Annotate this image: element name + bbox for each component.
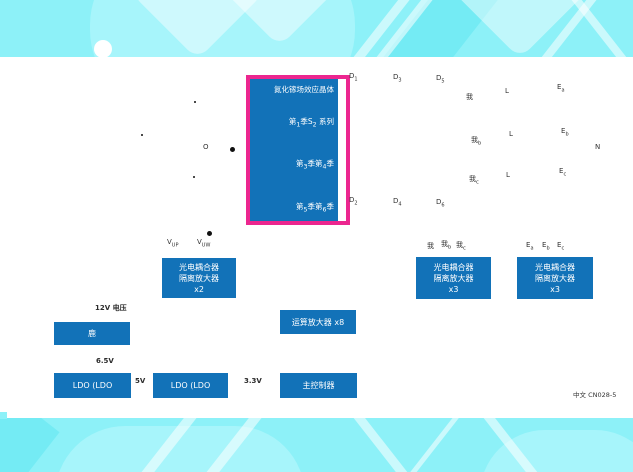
label-eb-phase: Eb	[561, 127, 569, 138]
top-banner	[0, 0, 633, 57]
optocoupler-amp-block-x2: 光电耦合器 隔离放大器 x2	[162, 258, 236, 298]
node-dot	[206, 230, 212, 236]
label-d4: D4	[393, 197, 402, 208]
label-neutral: N	[595, 143, 601, 151]
node-dot	[229, 146, 235, 152]
label-ia-phase: 我	[466, 93, 473, 101]
label-ib-group: 我b	[441, 240, 452, 251]
banner-corner-notch	[0, 412, 7, 419]
main-controller-block: 主控制器	[280, 373, 357, 398]
block-label: x3	[550, 284, 560, 294]
label-vup: VUP	[167, 238, 179, 249]
block-label: 鹿	[88, 329, 96, 338]
label-d5: D5	[436, 74, 445, 85]
label-ia-group: 我	[427, 242, 434, 250]
block-label: 隔离放大器	[535, 273, 575, 283]
figure-reference: 中文 CN028-5	[573, 391, 617, 399]
gan-fet-highlight-frame: 氮化镓场效应晶体 第1季S2 系列 第3季第4季 第5季第6季	[246, 75, 350, 225]
gan-fet-block: 氮化镓场效应晶体 第1季S2 系列 第3季第4季 第5季第6季	[250, 79, 338, 221]
banner-dark-stripe	[0, 418, 60, 472]
label-eb-group: Eb	[542, 241, 550, 252]
block-label: LDO (LDO	[72, 381, 113, 390]
bottom-banner	[0, 418, 633, 472]
label-inductor-b: L	[509, 130, 513, 138]
block-label: 光电耦合器	[433, 262, 474, 272]
label-ea-phase: Ea	[557, 83, 565, 94]
block-label: 主控制器	[302, 381, 335, 390]
label-inductor-c: L	[506, 171, 510, 179]
label-ec-phase: Ec	[559, 167, 567, 178]
banner-circle	[94, 40, 112, 57]
buck-converter-block: 鹿	[54, 322, 130, 345]
opamp-block: 运算放大器 x8	[280, 310, 356, 334]
banner-blob	[90, 0, 355, 57]
label-d2: D2	[349, 196, 358, 207]
ldo-block-1: LDO (LDO	[54, 373, 131, 398]
label-ic-group: 我c	[456, 241, 466, 252]
block-label: LDO (LDO	[170, 381, 211, 390]
banner-stripe	[350, 418, 439, 472]
optocoupler-amp-block-voltage: 光电耦合器 隔离放大器 x3	[517, 257, 593, 299]
node-dot	[193, 176, 195, 178]
block-label: 光电耦合器	[535, 262, 575, 272]
rail-label-3-3v: 3.3V	[244, 377, 262, 385]
gan-fet-row-q5q6: 第5季第6季	[296, 202, 334, 214]
label-inductor-a: L	[505, 87, 509, 95]
label-o: O	[203, 143, 209, 151]
block-label: 光电耦合器	[179, 262, 219, 272]
block-label: x2	[194, 284, 204, 294]
label-ec-group: Ec	[557, 241, 565, 252]
label-d3: D3	[393, 73, 402, 84]
gan-fet-row-q3q4: 第3季第4季	[296, 159, 334, 171]
rail-label-12v: 12V 电压	[95, 304, 127, 312]
block-label: 隔离放大器	[179, 273, 219, 283]
rail-label-5v: 5V	[135, 377, 146, 385]
ldo-block-2: LDO (LDO	[153, 373, 228, 398]
label-d6: D6	[436, 198, 445, 209]
rail-label-6-5v: 6.5V	[96, 357, 114, 365]
block-label: 隔离放大器	[433, 273, 474, 283]
block-label: x3	[448, 284, 459, 294]
label-d1: D1	[349, 72, 358, 83]
label-ea-group: Ea	[526, 241, 534, 252]
gan-fet-title: 氮化镓场效应晶体	[274, 85, 334, 94]
optocoupler-amp-block-current: 光电耦合器 隔离放大器 x3	[416, 257, 491, 299]
label-ic-phase: 我c	[469, 175, 479, 186]
label-ib-phase: 我b	[471, 136, 482, 147]
label-vuw: VUW	[197, 238, 211, 249]
node-dot	[194, 101, 196, 103]
block-label: 运算放大器 x8	[291, 317, 345, 327]
gan-fet-row-q1: 第1季S2 系列	[288, 117, 334, 129]
node-dot	[141, 134, 143, 136]
